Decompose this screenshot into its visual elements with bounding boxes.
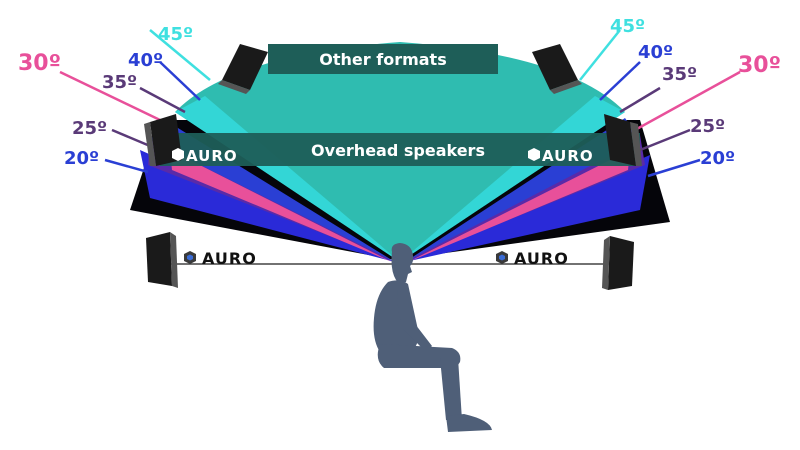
banner-other-formats: Other formats [319, 50, 446, 69]
auro-logo-overhead-left: AURO [172, 147, 238, 165]
auro-cube-icon [528, 148, 540, 161]
auro-logo-ground-left: AURO [184, 249, 257, 268]
auro-logo-text: AURO [186, 147, 238, 165]
angle-label-right-45: 45º [610, 16, 645, 37]
angle-lines-left [59, 29, 211, 174]
angle-label-right-35: 35º [662, 64, 697, 85]
auro-logo-ground-right: AURO [496, 249, 569, 268]
pink-beam-right [408, 150, 630, 262]
angle-lines-right [579, 29, 741, 178]
angle-label-right-40: 40º [638, 42, 673, 63]
angle-label-left-30: 30º [18, 51, 61, 76]
angle-label-left-45: 45º [158, 24, 193, 45]
speaker-icon [604, 114, 642, 166]
auro-cube-icon [172, 148, 184, 161]
angle-label-right-25: 25º [690, 116, 725, 137]
seated-person-icon [373, 243, 492, 432]
speaker-icon [146, 232, 178, 288]
banner-overhead-bg [160, 133, 640, 166]
angle-label-left-20: 20º [64, 148, 99, 169]
banner-other-formats-bg [268, 44, 498, 74]
auro-logo-text: AURO [202, 249, 257, 268]
speaker-icon [532, 44, 582, 94]
angle-label-right-30: 30º [738, 53, 781, 78]
auro-logo-text: AURO [542, 147, 594, 165]
speaker-icon [218, 44, 268, 94]
angle-label-right-20: 20º [700, 148, 735, 169]
angle-label-left-40: 40º [128, 50, 163, 71]
auro-logo-text: AURO [514, 249, 569, 268]
speaker-icon [602, 236, 634, 290]
banner-overhead-speakers: Overhead speakers [311, 141, 485, 160]
angle-label-left-35: 35º [102, 72, 137, 93]
auro-logo-overhead-right: AURO [528, 147, 594, 165]
pink-beam-left [170, 150, 392, 262]
angle-label-left-25: 25º [72, 118, 107, 139]
